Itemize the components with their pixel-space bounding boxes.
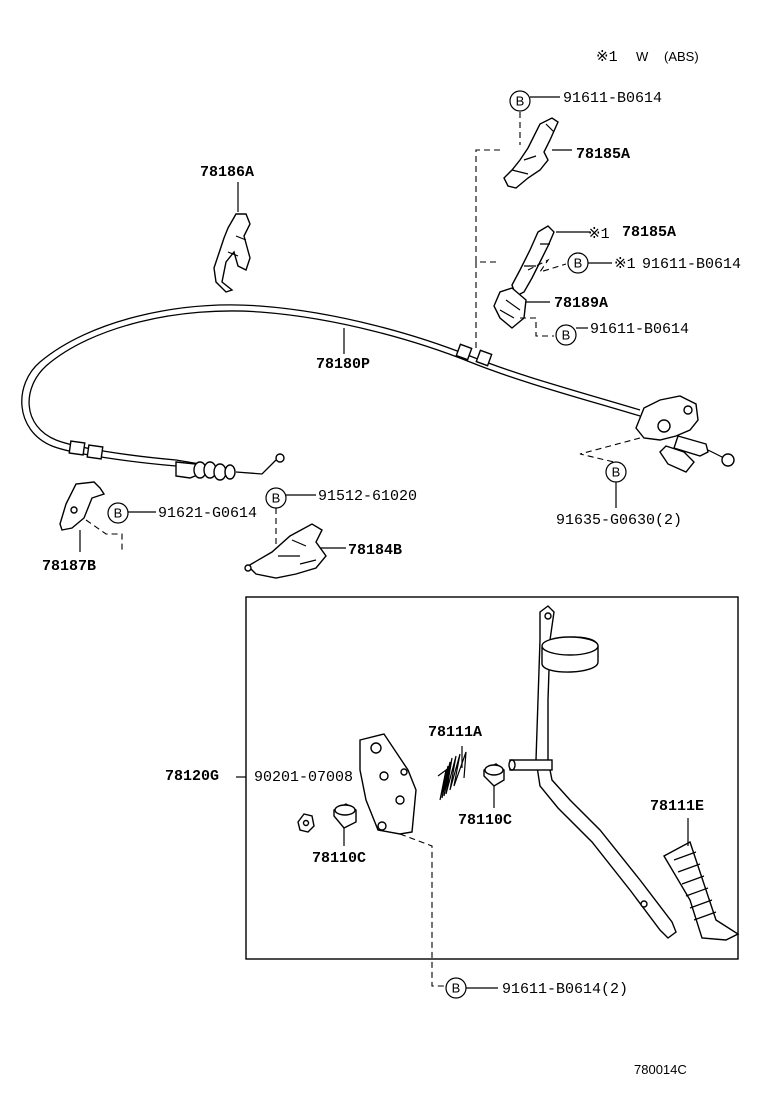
abs-note: ※1 W (ABS): [596, 49, 699, 66]
bracket-78184B[interactable]: 78184B: [244, 523, 402, 579]
part-label-78111E: 78111E: [650, 798, 704, 815]
part-label-78187B: 78187B: [42, 558, 96, 575]
bolt-callout-5[interactable]: B 91621-G0614: [107, 502, 257, 524]
part-label-78185A-mid-mark: ※1: [588, 226, 610, 243]
cable-end-fitting[interactable]: [635, 395, 735, 473]
part-label-78110C-right: 78110C: [458, 812, 512, 829]
bolt-marker-label: B: [516, 94, 525, 109]
part-label-78120G: 78120G: [165, 768, 219, 785]
part-label-78184B: 78184B: [348, 542, 402, 559]
bushing-78110C-right[interactable]: 78110C: [458, 763, 512, 829]
bolt-callout-6[interactable]: B 91512-61020: [265, 487, 417, 548]
bolt-marker-label: B: [562, 328, 571, 343]
pedal-support-plate[interactable]: [359, 733, 446, 987]
part-label-78186A: 78186A: [200, 164, 254, 181]
bracket-78187B[interactable]: 78187B: [42, 481, 123, 575]
clip-78186A[interactable]: 78186A: [200, 164, 254, 293]
bushing-78110C-left[interactable]: 78110C: [312, 803, 366, 867]
part-label-78111A: 78111A: [428, 724, 482, 741]
bracket-78185A-top[interactable]: 78185A: [503, 117, 630, 189]
bolt-part-number: 91512-61020: [318, 488, 417, 505]
return-spring-78111A[interactable]: 78111A: [428, 724, 482, 801]
bolt-marker-icon: [555, 324, 577, 346]
nut-90201-07008[interactable]: 90201-07008: [254, 769, 353, 833]
bolt-callout-3[interactable]: B 91611-B0614: [520, 317, 689, 346]
bolt-marker-label: B: [452, 981, 461, 996]
accelerator-cable-78180P[interactable]: 78180P: [21, 304, 641, 481]
bolt-marker-icon: [509, 90, 531, 112]
part-label-78180P: 78180P: [316, 356, 370, 373]
bolt-part-number: 91635-G0630(2): [556, 512, 682, 529]
figure-code: 780014C: [634, 1062, 687, 1077]
note-w: W: [636, 49, 649, 64]
bolt-callout-2[interactable]: B ※1 91611-B0614: [527, 252, 741, 274]
bolt-callout-4[interactable]: B 91635-G0630(2): [556, 437, 682, 529]
note-abs: (ABS): [664, 49, 699, 64]
part-label-78185A-top: 78185A: [576, 146, 630, 163]
bolt-mark: ※1: [614, 256, 636, 273]
bolt-part-number: 91611-B0614: [563, 90, 662, 107]
pedal-arm[interactable]: [508, 605, 677, 939]
part-label-78189A: 78189A: [554, 295, 608, 312]
bolt-part-number: 91611-B0614: [642, 256, 741, 273]
bolt-marker-label: B: [612, 465, 621, 480]
pedal-assembly-box: 78120G: [165, 596, 739, 960]
bracket-78185A-mid[interactable]: ※1 78185A: [511, 224, 676, 297]
bolt-marker-label: B: [574, 256, 583, 271]
bolt-part-number: 91611-B0614: [590, 321, 689, 338]
part-label-78110C-left: 78110C: [312, 850, 366, 867]
bracket-78189A[interactable]: 78189A: [493, 287, 608, 329]
bolt-marker-icon: [107, 502, 129, 524]
bolt-callout-7[interactable]: B 91611-B0614(2): [445, 977, 628, 999]
part-label-90201: 90201-07008: [254, 769, 353, 786]
bolt-callout-1[interactable]: B 91611-B0614: [509, 90, 662, 145]
part-label-78185A-mid: 78185A: [622, 224, 676, 241]
note-mark: ※1: [596, 49, 618, 66]
bolt-marker-label: B: [114, 506, 123, 521]
pedal-pad-78111E[interactable]: 78111E: [650, 798, 740, 941]
bolt-part-number: 91611-B0614(2): [502, 981, 628, 998]
bolt-part-number: 91621-G0614: [158, 505, 257, 522]
bolt-marker-label: B: [272, 491, 281, 506]
